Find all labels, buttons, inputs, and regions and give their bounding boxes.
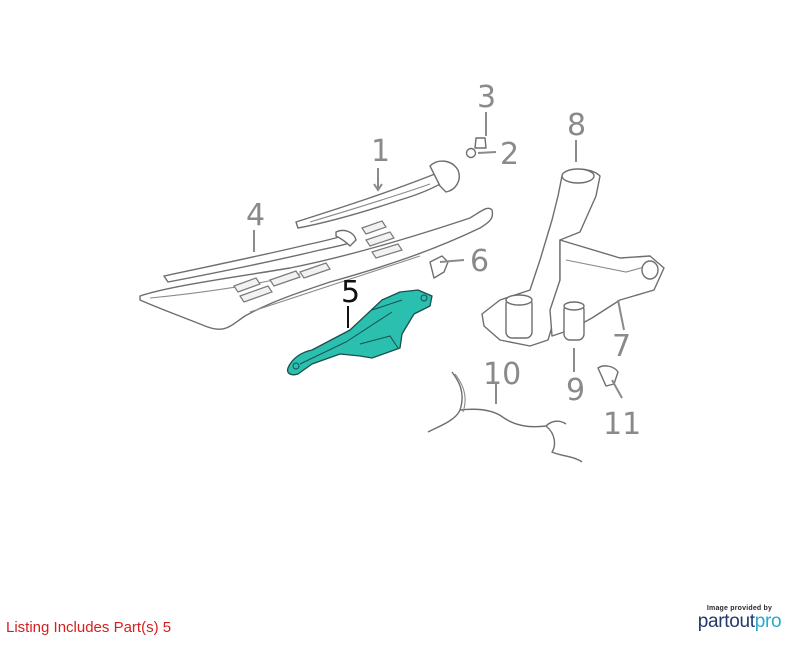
wiring-harness-10: [427, 371, 583, 463]
callout-8: 8: [567, 108, 586, 143]
callout-9: 9: [566, 373, 585, 408]
callout-4: 4: [246, 198, 265, 233]
wiper-linkage-5: [286, 289, 433, 376]
cowl-panel: [139, 207, 494, 330]
brand-credit: Image provided by partoutpro: [687, 605, 792, 633]
listing-note: Listing Includes Part(s) 5: [6, 619, 172, 636]
callout-2: 2: [500, 137, 519, 172]
callout-5: 5: [341, 275, 360, 310]
image-credit-text: Image provided by: [706, 605, 773, 612]
callout-11: 11: [603, 407, 641, 442]
callout-10: 10: [483, 357, 521, 392]
brand-name-part2: pro: [754, 611, 782, 632]
partoutpro-logo: partoutpro: [687, 611, 792, 633]
nut-2: [465, 147, 477, 159]
brand-name-part1: partout: [697, 611, 755, 632]
callout-1: 1: [371, 134, 390, 169]
wiper-arm-1: [295, 160, 460, 229]
callout-6: 6: [470, 244, 489, 279]
callout-7: 7: [612, 329, 631, 364]
cap-3: [474, 137, 487, 149]
washer-pump-9: [505, 294, 585, 341]
clip-6: [429, 255, 449, 279]
wiper-arm-4: [163, 229, 357, 283]
grommet-11: [597, 365, 619, 387]
leader-lines: [253, 112, 625, 404]
callout-3: 3: [477, 80, 496, 115]
